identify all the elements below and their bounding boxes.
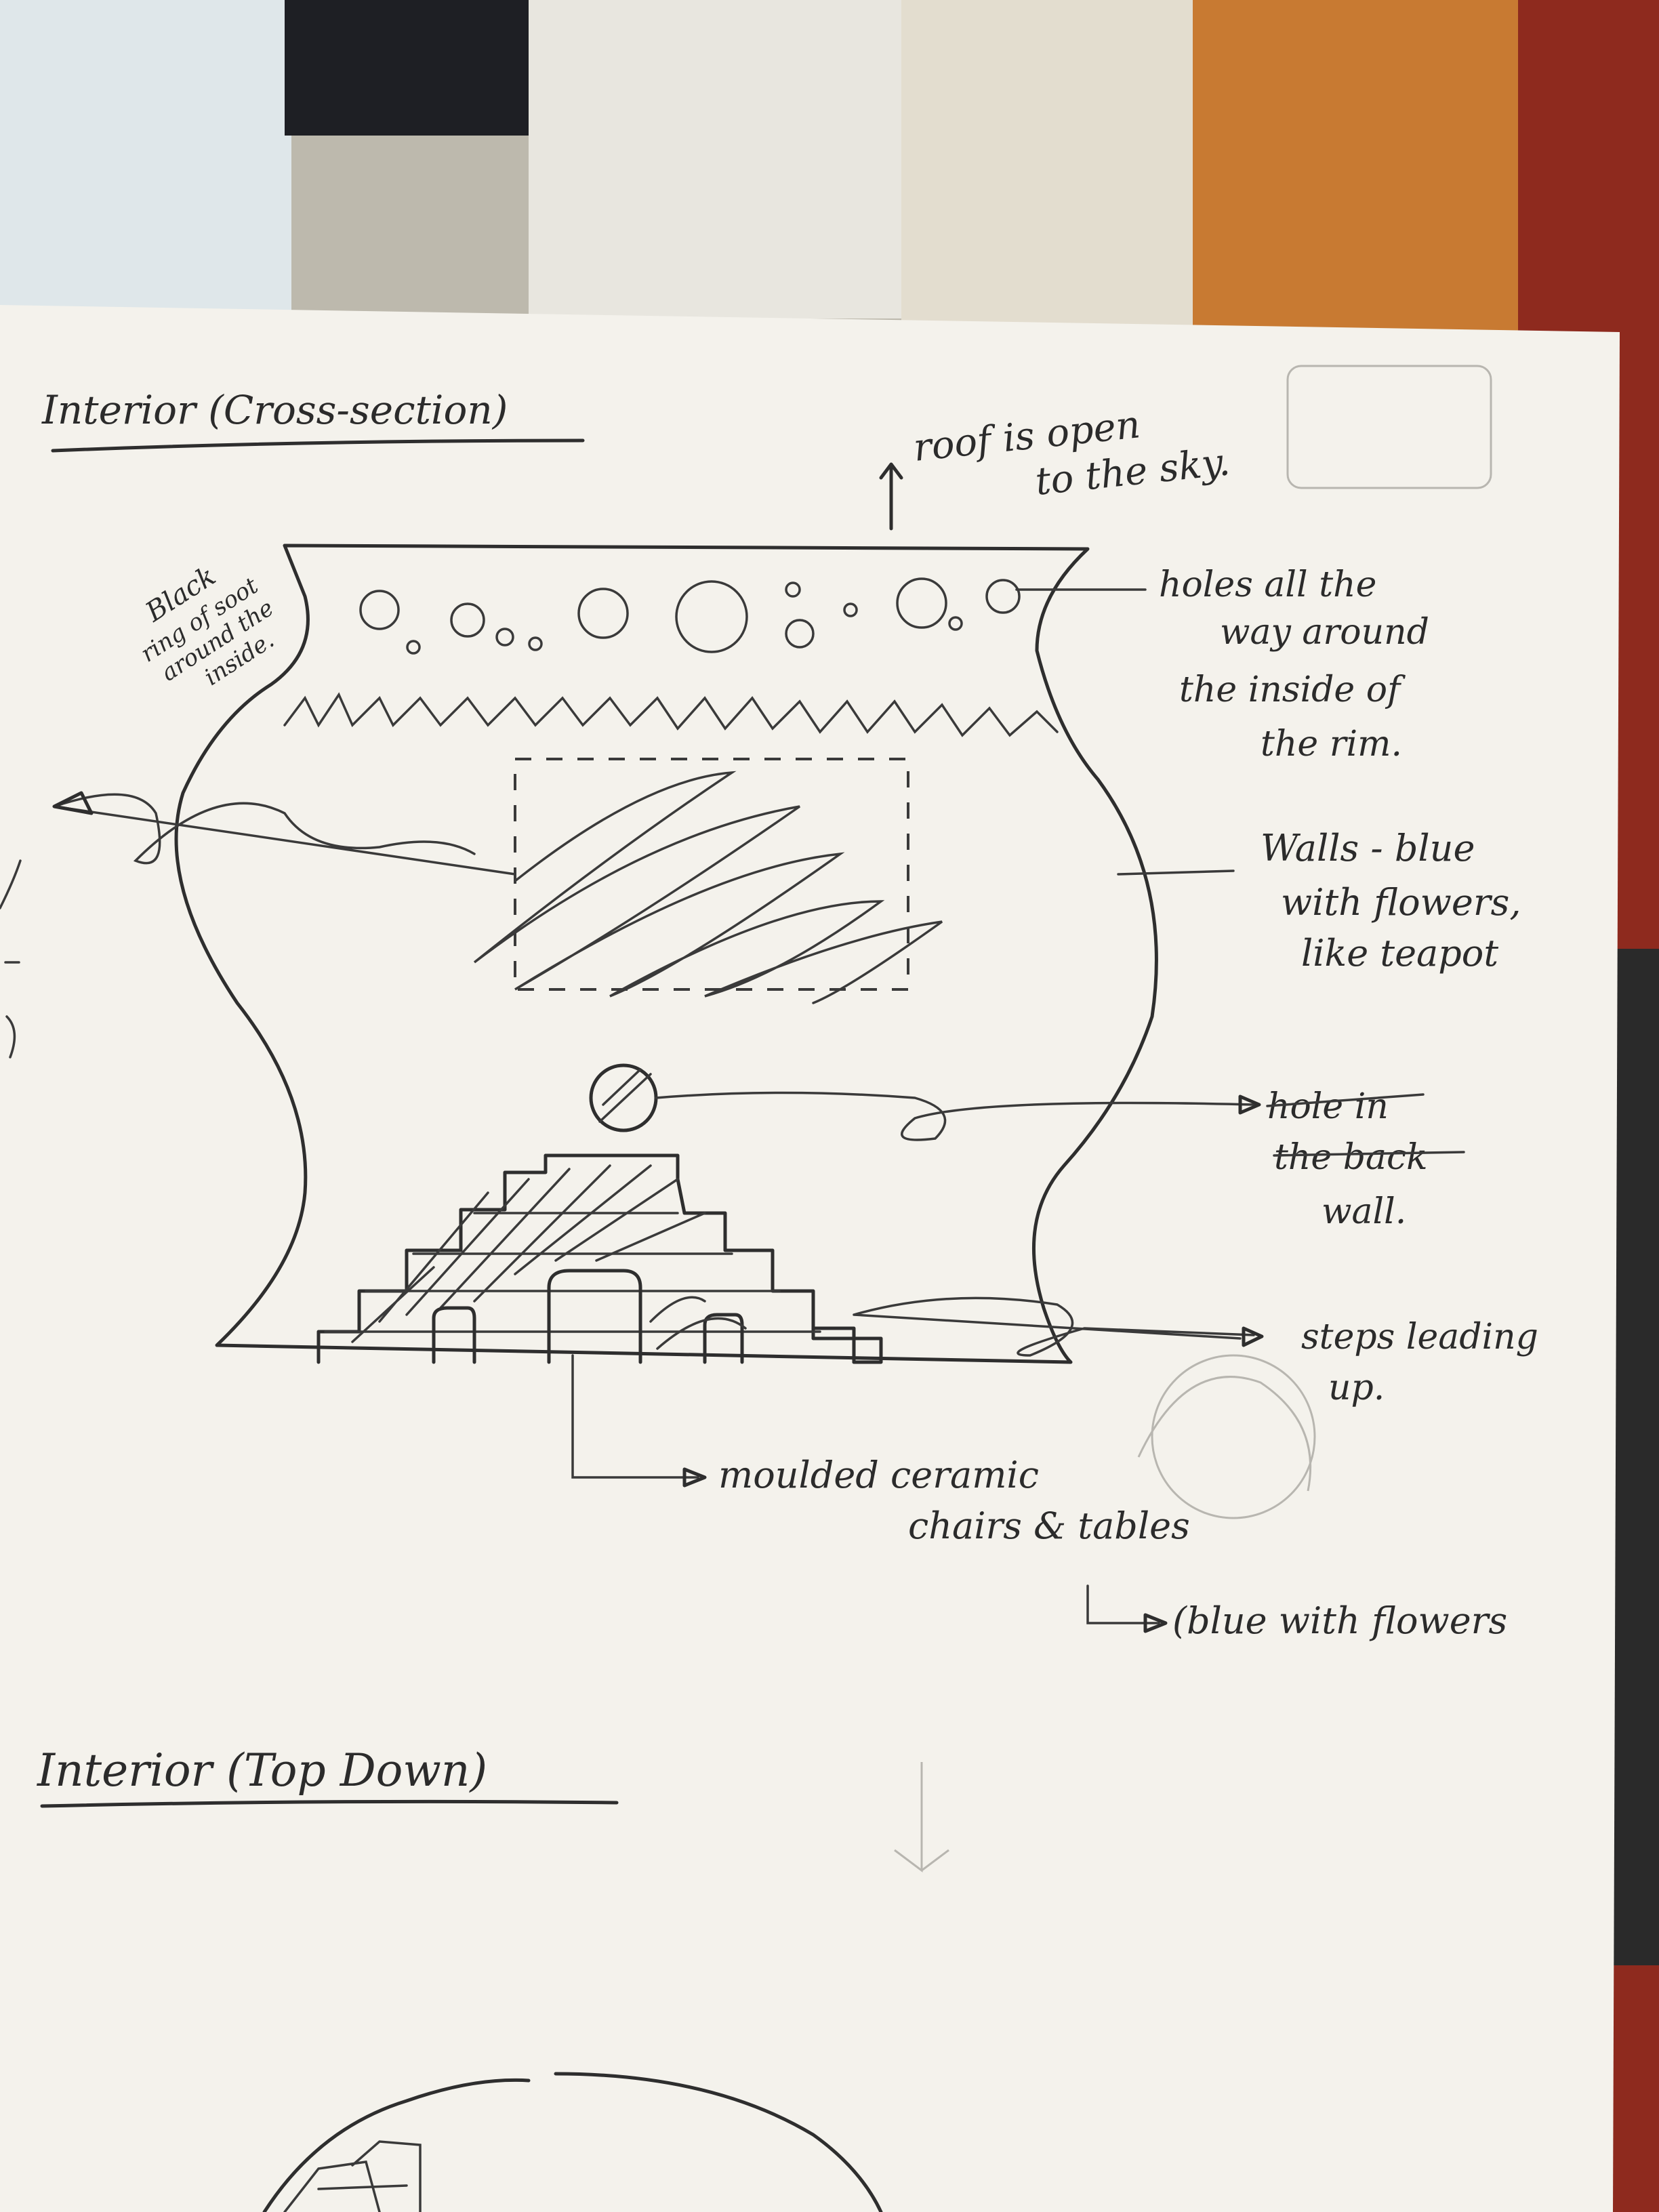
svg-text:way around: way around: [1220, 612, 1429, 653]
steps-arrow-head: [1242, 1326, 1264, 1347]
arch-furniture: [547, 1269, 642, 1364]
roof-arrow: [879, 462, 903, 531]
svg-text:chairs & tables: chairs & tables: [908, 1504, 1190, 1547]
svg-text:hole in: hole in: [1267, 1086, 1389, 1127]
svg-text:like teapot: like teapot: [1301, 932, 1498, 975]
hole-hatch: [598, 1068, 652, 1123]
annotation-hole-back: hole in the back wall.: [1266, 1086, 1465, 1232]
paper-sheet: [0, 305, 1620, 2212]
annotation-furniture: moulded ceramic chairs & tables (blue wi…: [718, 1454, 1507, 1642]
svg-text:with flowers,: with flowers,: [1281, 881, 1521, 924]
walls-leader: [1117, 869, 1235, 876]
svg-text:holes all the: holes all the: [1159, 565, 1376, 605]
svg-text:the rim.: the rim.: [1261, 724, 1402, 764]
heading-cross-section: Interior (Cross-section): [41, 387, 508, 433]
window: [0, 0, 291, 312]
arrow-left-scribble: [53, 793, 516, 876]
heading-top-down-underline: [40, 1799, 619, 1808]
orange-wall: [1193, 0, 1545, 339]
dark-edge: [1613, 949, 1659, 1965]
soot-ring-scribble: [283, 692, 1059, 737]
step-right-hatch: [649, 1296, 747, 1350]
svg-text:the back: the back: [1274, 1137, 1428, 1178]
chair-left: [432, 1306, 476, 1364]
vase-outline: [174, 544, 1158, 1364]
annotation-steps: steps leading up.: [1301, 1317, 1538, 1408]
steps: [316, 1153, 883, 1364]
svg-text:up.: up.: [1328, 1368, 1385, 1408]
annotation-walls: Walls - blue with flowers, like teapot: [1261, 827, 1521, 975]
door: [529, 0, 908, 319]
dark-cabinet: [285, 0, 529, 136]
hole-back-strikethrough: [1266, 1093, 1465, 1157]
svg-text:Walls - blue: Walls - blue: [1261, 827, 1475, 869]
annotation-holes: holes all the way around the inside of t…: [1159, 565, 1429, 764]
svg-text:moulded ceramic: moulded ceramic: [718, 1454, 1039, 1496]
top-down-steps: [283, 2140, 422, 2212]
furniture-leader: [571, 1354, 699, 1479]
furniture-arrow-head: [682, 1467, 707, 1488]
door-frame: [901, 0, 1200, 339]
hole-arrow-head: [1238, 1094, 1261, 1115]
top-down-circle: [262, 2072, 883, 2212]
show-through-marks: [894, 365, 1492, 1872]
steps-leader: [853, 1296, 1255, 1357]
svg-text:steps leading: steps leading: [1301, 1317, 1538, 1357]
heading-underline: [51, 438, 585, 453]
window-scribble: [473, 771, 943, 1004]
rim-holes: [359, 577, 1021, 655]
svg-text:the inside of: the inside of: [1179, 670, 1406, 710]
arrow-left-head: [52, 791, 94, 815]
furniture-note-arrow: [1143, 1613, 1168, 1633]
steps-hatching: [351, 1164, 706, 1343]
furniture-note-leader: [1086, 1584, 1160, 1624]
svg-text:(blue with flowers: (blue with flowers: [1172, 1599, 1507, 1642]
heading-top-down: Interior (Top Down): [37, 1744, 487, 1797]
left-edge-marks: [0, 859, 22, 1059]
hole-leader: [655, 1091, 1255, 1141]
svg-text:wall.: wall.: [1322, 1191, 1406, 1232]
